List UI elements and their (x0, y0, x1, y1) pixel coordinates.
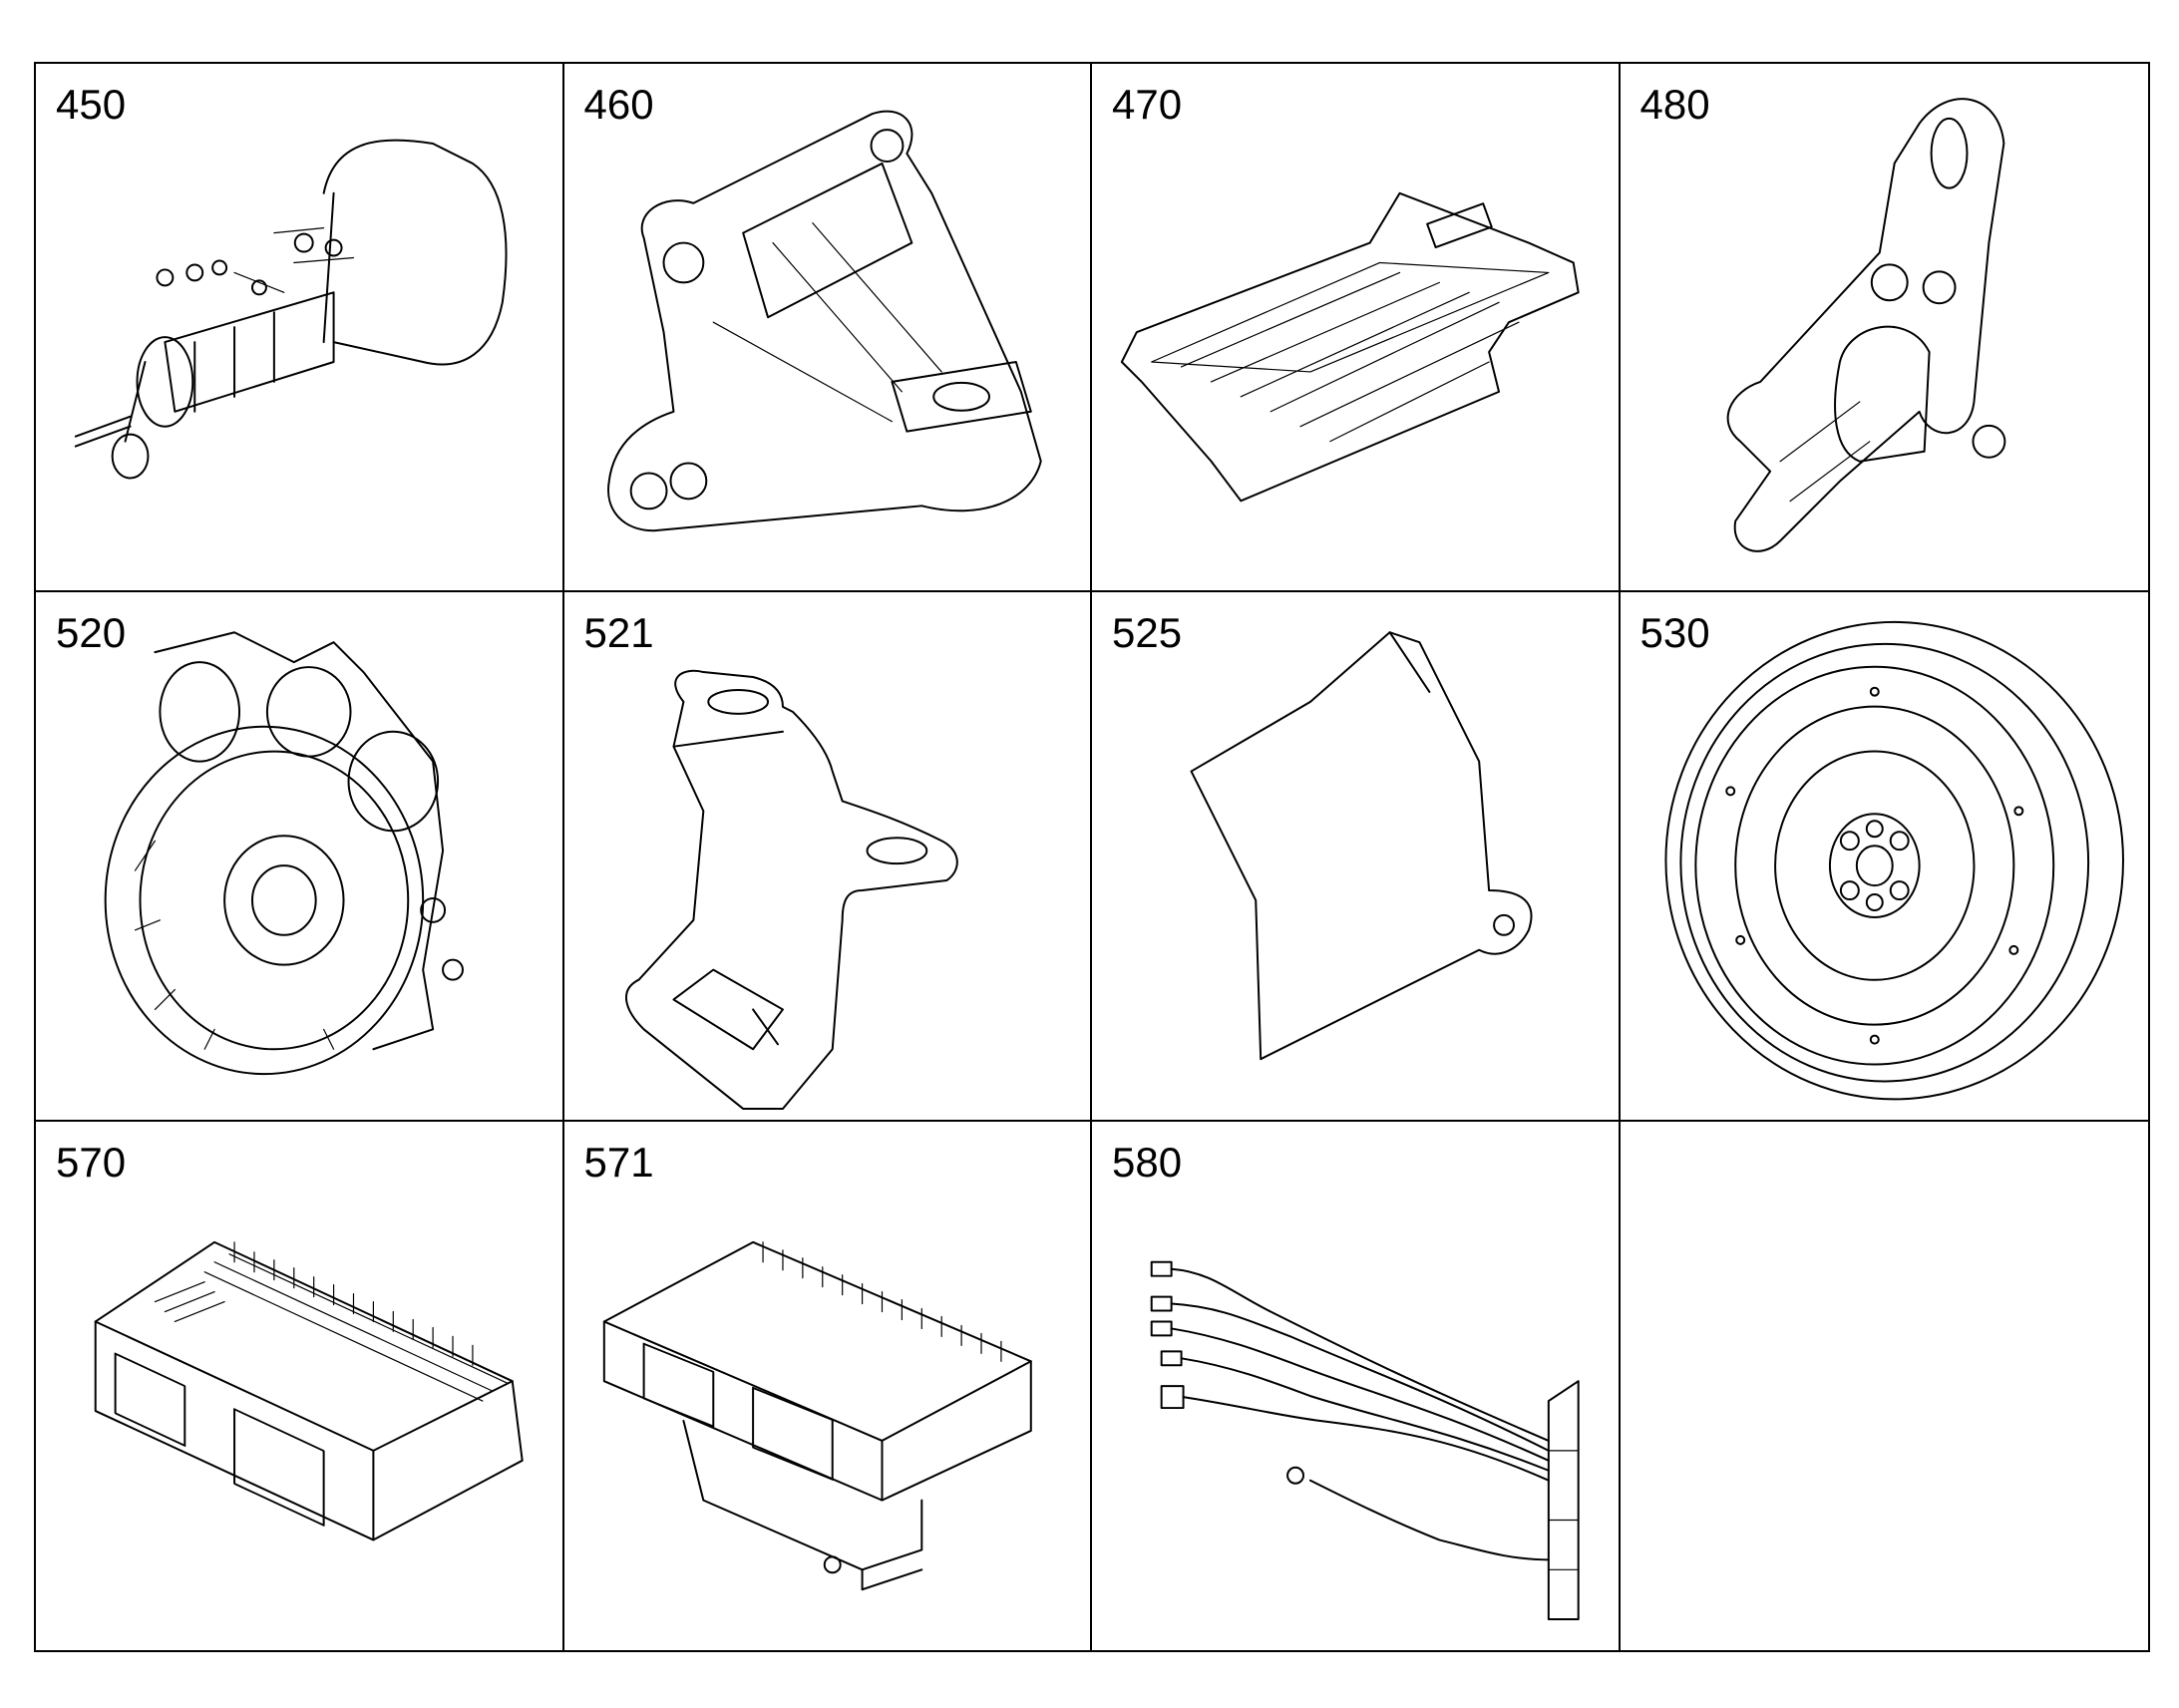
cover-plate-icon (1190, 631, 1533, 1061)
control-unit-icon (94, 1240, 524, 1541)
parts-grid: 450 460 (34, 62, 2150, 1652)
part-cell-525[interactable]: 525 (1092, 592, 1621, 1122)
part-number: 520 (56, 609, 127, 657)
flywheel-icon (1663, 621, 2124, 1101)
plate-icon (1120, 191, 1580, 503)
part-number: 450 (56, 81, 127, 128)
part-cell-480[interactable]: 480 (1620, 64, 2148, 593)
wiring-harness-icon (1150, 1260, 1580, 1620)
part-cell-570[interactable]: 570 (36, 1121, 564, 1650)
part-cell-460[interactable]: 460 (563, 64, 1092, 593)
lifting-eye-icon (1726, 98, 2005, 552)
mounting-bracket-icon (606, 110, 1042, 532)
part-number: 460 (583, 81, 654, 128)
flywheel-housing-icon (104, 631, 464, 1076)
part-number: 470 (1112, 81, 1183, 128)
part-number: 570 (56, 1138, 127, 1186)
starter-motor-icon (74, 139, 508, 480)
part-number: 571 (583, 1138, 654, 1186)
control-unit-bracket-icon (602, 1240, 1032, 1590)
bent-bracket-icon (624, 670, 958, 1111)
empty-cell (1621, 1122, 2149, 1650)
part-cell-580[interactable]: 580 (1092, 1121, 1621, 1650)
part-cell-571[interactable]: 571 (564, 1121, 1092, 1650)
part-number: 580 (1112, 1138, 1183, 1186)
part-number: 525 (1112, 609, 1183, 657)
part-number: 480 (1639, 81, 1710, 128)
part-cell-520[interactable]: 520 (36, 592, 564, 1122)
part-cell-521[interactable]: 521 (563, 592, 1092, 1122)
part-cell-470[interactable]: 470 (1092, 64, 1621, 593)
part-cell-530[interactable]: 530 (1620, 592, 2148, 1122)
part-number: 530 (1639, 609, 1710, 657)
part-number: 521 (583, 609, 654, 657)
part-cell-450[interactable]: 450 (36, 64, 564, 593)
